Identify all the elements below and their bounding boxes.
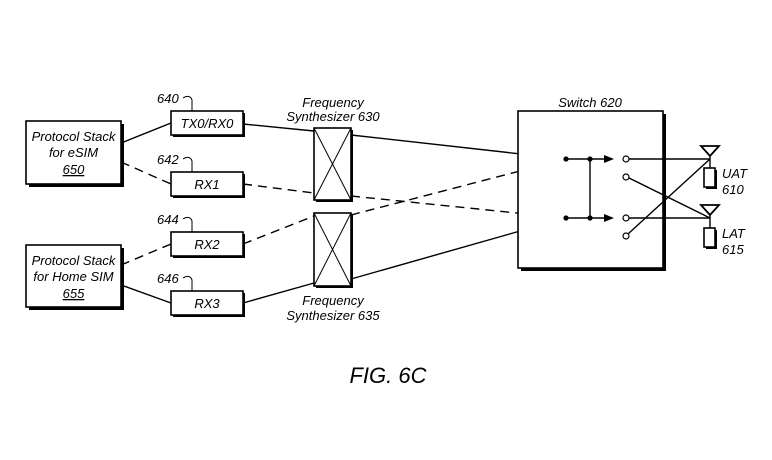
link-rx1-synth630 — [242, 183, 315, 194]
synth-630-cross-b — [313, 127, 352, 201]
protocol-stack-home-line2: for Home SIM — [33, 269, 113, 284]
switch-contact — [622, 232, 630, 240]
protocol-stack-home-sim: Protocol Stack for Home SIM 655 — [25, 244, 124, 310]
chain-rx1: RX1 642 — [157, 152, 245, 198]
switch-label: Switch 620 — [558, 95, 622, 110]
protocol-stack-home-line1: Protocol Stack — [32, 253, 117, 268]
antenna-uat-ref: 610 — [722, 182, 744, 197]
leader-line-646 — [182, 275, 193, 291]
route-contact4-uat — [627, 158, 711, 235]
synth-635-line1: Frequency — [302, 293, 365, 308]
leader-line-644 — [182, 216, 193, 232]
link-esim-rx1 — [120, 161, 172, 185]
chain-rx2-ref: 644 — [157, 212, 179, 227]
switch-contact — [622, 155, 630, 163]
chain-tx0-rx0-label: TX0/RX0 — [181, 116, 235, 131]
route-contact2-lat — [628, 177, 711, 219]
antenna-lat-name: LAT — [722, 226, 746, 241]
junction-dot — [587, 156, 593, 162]
protocol-stack-home-ref: 655 — [63, 286, 85, 301]
arrow-head-top — [604, 155, 614, 163]
switch-contact — [622, 214, 630, 222]
antenna-uat-name: UAT — [722, 166, 748, 181]
synth-630-line1: Frequency — [302, 95, 365, 110]
chain-tx0-rx0: TX0/RX0 640 — [157, 91, 245, 137]
chain-tx0-rx0-ref: 640 — [157, 91, 179, 106]
link-rx2-synth635 — [242, 215, 315, 245]
synth-630-line2: Synthesizer 630 — [286, 109, 380, 124]
switch-contact — [622, 173, 630, 181]
protocol-stack-esim-ref: 650 — [63, 162, 85, 177]
synth-635-cross-b — [313, 212, 352, 287]
link-home-rx2 — [120, 243, 172, 266]
leader-line-640 — [182, 95, 193, 111]
frequency-synthesizer-630: Frequency Synthesizer 630 — [286, 95, 380, 202]
antenna-tuner-icon — [703, 167, 716, 188]
figure-caption: FIG. 6C — [349, 363, 426, 388]
antenna-uat: UAT 610 — [698, 145, 748, 197]
link-home-rx3 — [120, 284, 172, 304]
chain-rx2: RX2 644 — [157, 212, 245, 258]
chain-rx1-label: RX1 — [194, 177, 219, 192]
junction-dot — [563, 156, 569, 162]
antenna-icon — [698, 204, 722, 217]
antenna-lat-ref: 615 — [722, 242, 744, 257]
chain-rx1-ref: 642 — [157, 152, 179, 167]
junction-dot — [563, 215, 569, 221]
protocol-stack-esim: Protocol Stack for eSIM 650 — [25, 120, 124, 187]
antenna-lat: LAT 615 — [698, 204, 746, 257]
leader-line-642 — [182, 156, 193, 172]
chain-rx2-label: RX2 — [194, 237, 220, 252]
protocol-stack-esim-line2: for eSIM — [49, 145, 98, 160]
switch-620: Switch 620 — [517, 95, 666, 271]
protocol-stack-esim-line1: Protocol Stack — [32, 129, 117, 144]
junction-dot — [587, 215, 593, 221]
antenna-icon — [698, 145, 722, 158]
link-esim-tx0rx0 — [120, 122, 172, 144]
link-rx3-synth635 — [242, 282, 315, 304]
frequency-synthesizer-635: Frequency Synthesizer 635 — [286, 212, 380, 323]
antenna-tuner-icon — [703, 227, 716, 248]
arrow-head-bottom — [604, 214, 614, 222]
synth-635-line2: Synthesizer 635 — [286, 308, 380, 323]
chain-rx3: RX3 646 — [157, 271, 245, 317]
chain-rx3-label: RX3 — [194, 296, 220, 311]
chain-rx3-ref: 646 — [157, 271, 179, 286]
link-tx0rx0-synth630 — [242, 123, 315, 132]
